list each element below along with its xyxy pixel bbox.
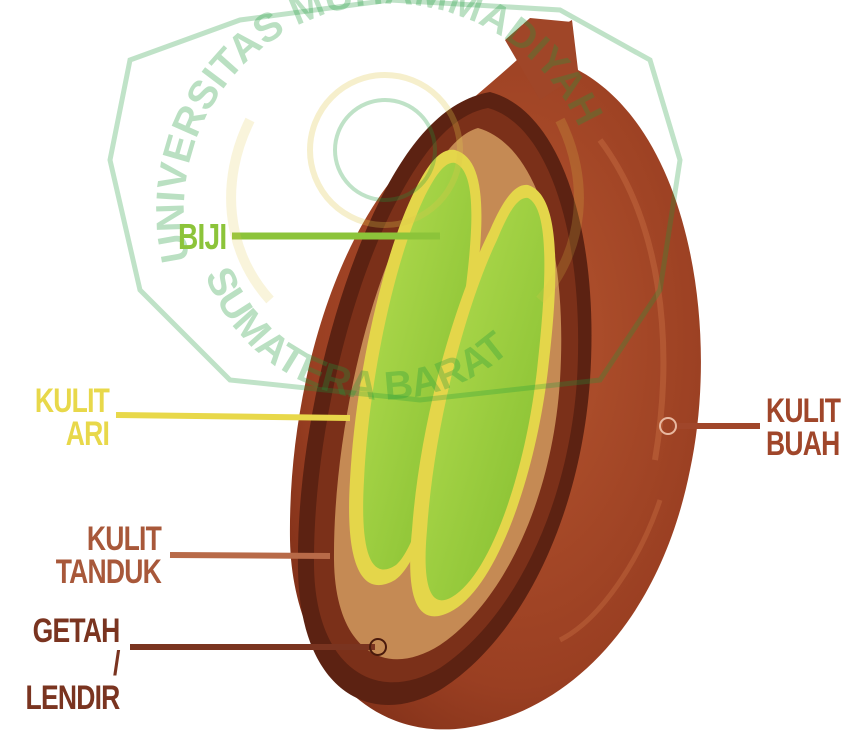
label-kulit-buah-line-1: KULIT — [766, 395, 840, 428]
label-kulit-buah: KULIT BUAH — [766, 395, 840, 462]
kulit-ari-pointer — [116, 415, 350, 418]
label-kulit-ari-line-2: ARI — [35, 418, 109, 451]
label-getah-lendir: GETAH / LENDIR — [26, 615, 120, 715]
label-kulit-tanduk: KULIT TANDUK — [56, 523, 161, 590]
label-getah-lendir-line-2: LENDIR — [26, 682, 120, 715]
kulit-tanduk-pointer — [170, 555, 330, 556]
label-biji: BIJI — [178, 219, 226, 254]
label-kulit-tanduk-line-2: TANDUK — [56, 556, 161, 589]
label-kulit-tanduk-line-1: KULIT — [56, 523, 161, 556]
label-kulit-ari: KULIT ARI — [35, 385, 109, 452]
label-biji-line-1: BIJI — [178, 219, 226, 254]
label-getah-lendir-line-1: GETAH / — [26, 615, 120, 682]
label-kulit-buah-line-2: BUAH — [766, 428, 840, 461]
label-kulit-ari-line-1: KULIT — [35, 385, 109, 418]
